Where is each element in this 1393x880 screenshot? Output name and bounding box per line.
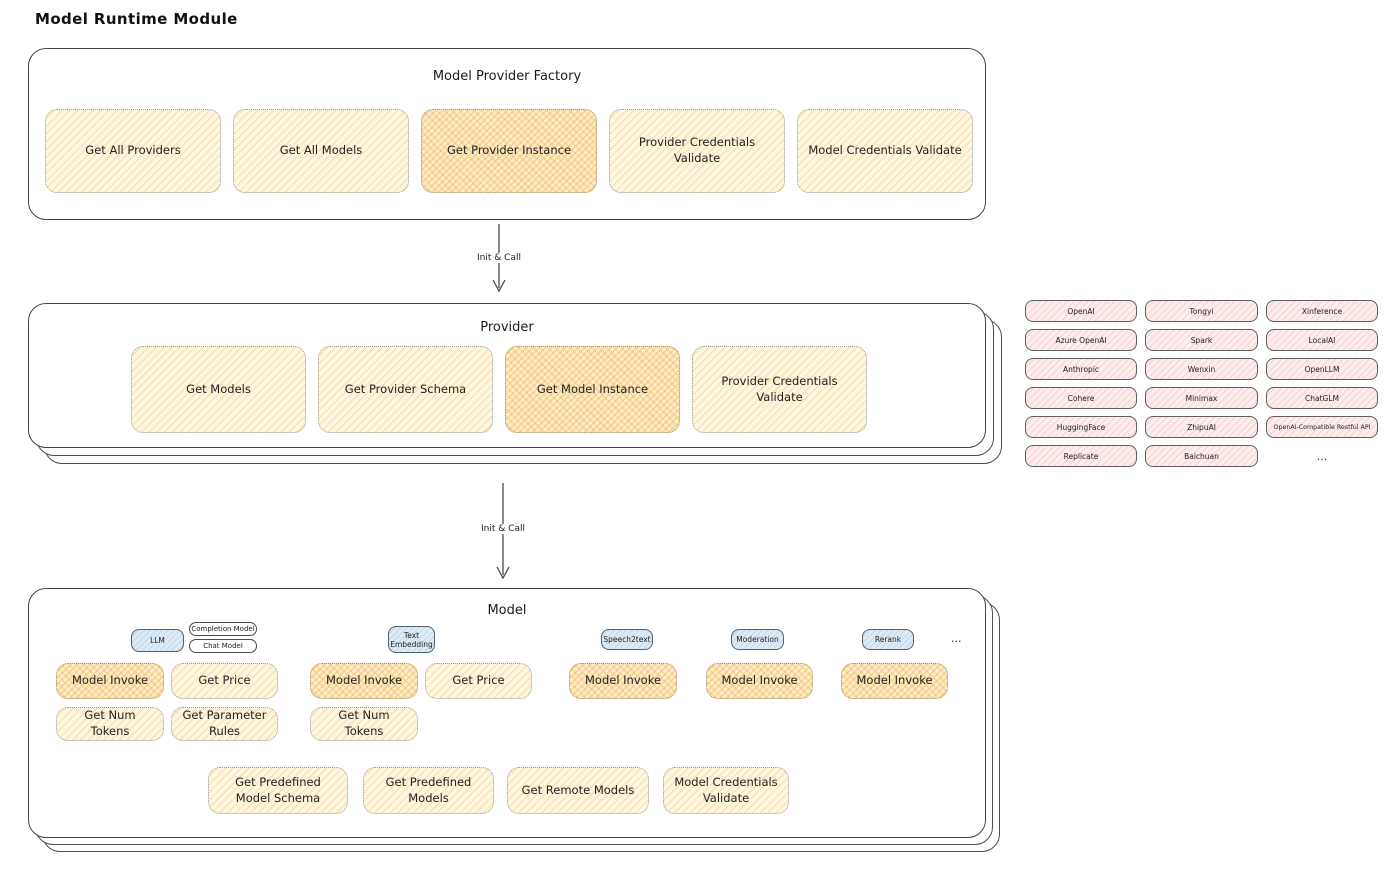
op-get-remote-models: Get Remote Models bbox=[507, 767, 649, 814]
factory-section-title: Model Provider Factory bbox=[432, 69, 582, 84]
op-get-all-models: Get All Models bbox=[233, 109, 409, 193]
provider-cohere: Cohere bbox=[1025, 387, 1137, 409]
factory-section: Model Provider Factory Get All Providers… bbox=[28, 48, 986, 220]
tag-chat-model: Chat Model bbox=[189, 639, 257, 653]
op-get-provider-schema: Get Provider Schema bbox=[318, 346, 493, 433]
tag-llm: LLM bbox=[131, 629, 184, 652]
provider-anthropic: Anthropic bbox=[1025, 358, 1137, 380]
op-get-price-embedding: Get Price bbox=[425, 663, 532, 699]
op-model-invoke-moderation: Model Invoke bbox=[706, 663, 813, 699]
op-get-num-tokens-embedding: Get Num Tokens bbox=[310, 707, 418, 741]
op-get-parameter-rules: Get Parameter Rules bbox=[171, 707, 278, 741]
provider-localai: LocalAI bbox=[1266, 329, 1378, 351]
providers-list: OpenAI Tongyi Xinference Azure OpenAI Sp… bbox=[1025, 300, 1378, 467]
op-get-predefined-models: Get Predefined Models bbox=[363, 767, 494, 814]
op-model-invoke-speech2text: Model Invoke bbox=[569, 663, 677, 699]
provider-huggingface: HuggingFace bbox=[1025, 416, 1137, 438]
op-get-models: Get Models bbox=[131, 346, 306, 433]
provider-minimax: Minimax bbox=[1145, 387, 1258, 409]
tag-moderation: Moderation bbox=[731, 629, 784, 650]
provider-azure-openai: Azure OpenAI bbox=[1025, 329, 1137, 351]
tag-text-embedding: Text Embedding bbox=[388, 626, 435, 653]
tag-completion-model: Completion Model bbox=[189, 622, 257, 636]
arrow-label-init-call-1: Init & Call bbox=[473, 253, 525, 263]
model-section-title: Model bbox=[487, 603, 527, 618]
provider-section: Provider Get Models Get Provider Schema … bbox=[28, 303, 986, 448]
provider-replicate: Replicate bbox=[1025, 445, 1137, 467]
provider-zhipuai: ZhipuAI bbox=[1145, 416, 1258, 438]
op-get-all-providers: Get All Providers bbox=[45, 109, 221, 193]
op-model-invoke-embedding: Model Invoke bbox=[310, 663, 418, 699]
tag-rerank: Rerank bbox=[862, 629, 914, 650]
op-model-invoke-rerank: Model Invoke bbox=[841, 663, 948, 699]
op-model-credentials-validate: Model Credentials Validate bbox=[797, 109, 973, 193]
provider-openllm: OpenLLM bbox=[1266, 358, 1378, 380]
providers-more-ellipsis: ... bbox=[1316, 449, 1328, 463]
provider-xinference: Xinference bbox=[1266, 300, 1378, 322]
provider-wenxin: Wenxin bbox=[1145, 358, 1258, 380]
op-get-price-llm: Get Price bbox=[171, 663, 278, 699]
op-get-model-instance: Get Model Instance bbox=[505, 346, 680, 433]
op-get-provider-instance: Get Provider Instance bbox=[421, 109, 597, 193]
model-section: Model LLM Completion Model Chat Model Te… bbox=[28, 588, 986, 838]
provider-spark: Spark bbox=[1145, 329, 1258, 351]
op-provider-credentials-validate-2: Provider Credentials Validate bbox=[692, 346, 867, 433]
op-get-predefined-model-schema: Get Predefined Model Schema bbox=[208, 767, 348, 814]
tag-speech2text: Speech2text bbox=[601, 629, 653, 650]
page-title: Model Runtime Module bbox=[35, 10, 238, 28]
op-get-num-tokens-llm: Get Num Tokens bbox=[56, 707, 164, 741]
tags-more-ellipsis: ... bbox=[951, 632, 962, 645]
provider-chatglm: ChatGLM bbox=[1266, 387, 1378, 409]
op-model-invoke-llm: Model Invoke bbox=[56, 663, 164, 699]
arrow-label-init-call-2: Init & Call bbox=[477, 524, 529, 534]
op-provider-credentials-validate: Provider Credentials Validate bbox=[609, 109, 785, 193]
provider-openai-compatible: OpenAI-Compatible Restful API bbox=[1266, 416, 1378, 438]
provider-baichuan: Baichuan bbox=[1145, 445, 1258, 467]
provider-tongyi: Tongyi bbox=[1145, 300, 1258, 322]
provider-section-title: Provider bbox=[480, 320, 534, 335]
provider-openai: OpenAI bbox=[1025, 300, 1137, 322]
op-model-credentials-validate-2: Model Credentials Validate bbox=[663, 767, 789, 814]
